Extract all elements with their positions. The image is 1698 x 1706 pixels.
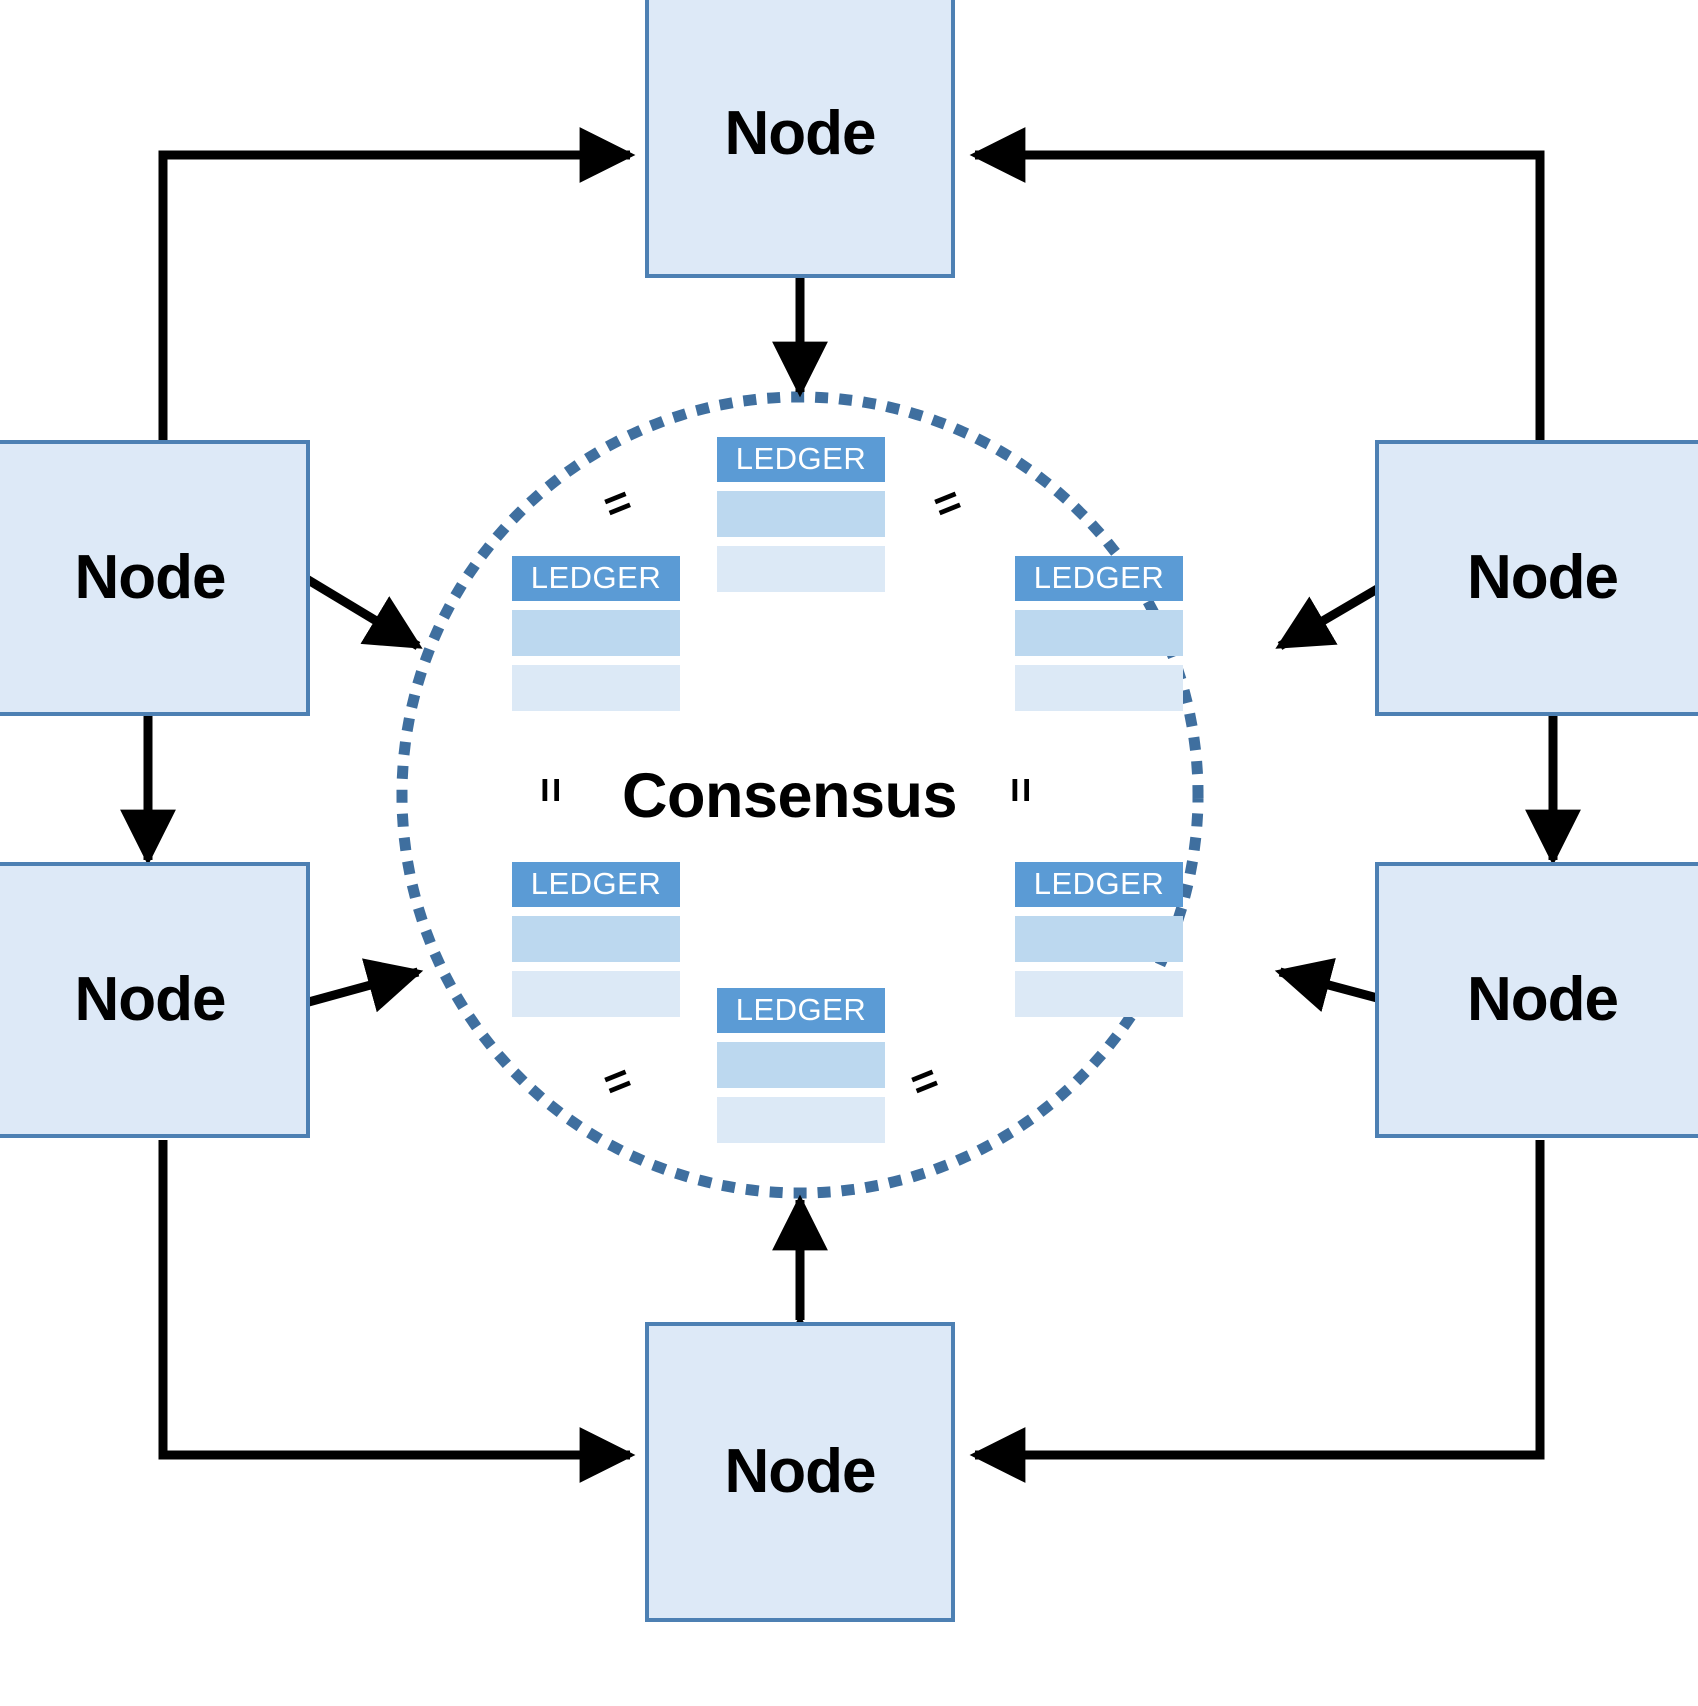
ledger-header: LEDGER: [717, 437, 885, 482]
arrow-left-lower-to-bottom: [158, 1140, 636, 1483]
node-box-top[interactable]: Node: [645, 0, 955, 278]
node-box-right-lower[interactable]: Node: [1375, 862, 1698, 1138]
node-box-left-lower[interactable]: Node: [0, 862, 310, 1138]
ledger-row: [512, 971, 680, 1017]
ledger-row: [1015, 916, 1183, 962]
ledger-stack-bottom[interactable]: LEDGER: [717, 988, 885, 1143]
consensus-label: Consensus: [622, 761, 958, 831]
ledger-row: [512, 916, 680, 962]
node-box-bottom[interactable]: Node: [645, 1322, 955, 1622]
ledger-header: LEDGER: [512, 556, 680, 601]
ledger-row: [1015, 971, 1183, 1017]
equals-mark-middle-left: =: [526, 768, 575, 812]
ledger-row: [512, 665, 680, 711]
equals-mark-middle-right: =: [996, 768, 1045, 812]
equals-symbol: =: [525, 777, 575, 803]
ledger-row: [1015, 665, 1183, 711]
ledger-stack-lower-left[interactable]: LEDGER: [512, 862, 680, 1017]
ledger-stack-top[interactable]: LEDGER: [717, 437, 885, 592]
arrow-left-upper-consensus: [247, 528, 423, 650]
node-label: Node: [724, 1437, 877, 1506]
node-label: Node: [724, 99, 877, 168]
node-box-left-upper[interactable]: Node: [0, 440, 310, 716]
ledger-row: [717, 1097, 885, 1143]
arrow-left-upper-to-top: [158, 127, 636, 470]
arrow-right-lower-to-bottom: [969, 1140, 1545, 1483]
node-label: Node: [74, 543, 227, 612]
arrow-right-upper-to-top: [969, 127, 1545, 470]
node-box-right-upper[interactable]: Node: [1375, 440, 1698, 716]
ledger-header: LEDGER: [717, 988, 885, 1033]
ledger-stack-upper-left[interactable]: LEDGER: [512, 556, 680, 711]
node-label: Node: [74, 965, 227, 1034]
ledger-row: [717, 546, 885, 592]
ledger-stack-upper-right[interactable]: LEDGER: [1015, 556, 1183, 711]
equals-symbol: =: [995, 777, 1045, 803]
arrow-left-lower-consensus: [249, 958, 424, 1044]
ledger-row: [512, 610, 680, 656]
node-label: Node: [1467, 965, 1619, 1034]
ledger-header: LEDGER: [1015, 862, 1183, 907]
ledger-stack-lower-right[interactable]: LEDGER: [1015, 862, 1183, 1017]
ledger-header: LEDGER: [512, 862, 680, 907]
ledger-header: LEDGER: [1015, 556, 1183, 601]
ledger-row: [717, 491, 885, 537]
ledger-row: [717, 1042, 885, 1088]
node-label: Node: [1467, 543, 1619, 612]
ledger-row: [1015, 610, 1183, 656]
